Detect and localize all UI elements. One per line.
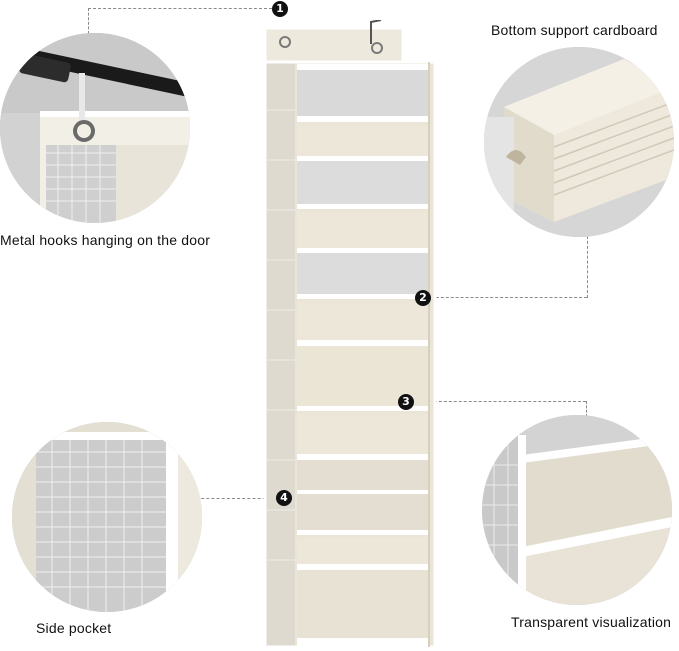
side-pocket-detail-image [12,422,202,612]
leader-1-vertical [88,8,89,34]
leader-1-horizontal [88,8,272,9]
zoom-bottom-cardboard [484,47,674,237]
label-side-pocket: Side pocket [36,620,112,636]
zoom-transparent-window [482,415,672,605]
label-transparent-visualization: Transparent visualization [511,614,672,630]
transparent-window-detail-image [482,415,672,605]
callout-number-1: 1 [272,1,288,17]
leader-3-horizontal [414,401,586,402]
leader-4-horizontal [196,498,276,499]
zoom-metal-hooks [0,33,190,223]
leader-2-vertical [587,236,588,298]
zoom-side-pocket [12,422,202,612]
door-organizer-product [255,20,450,650]
label-bottom-cardboard: Bottom support cardboard [491,22,658,38]
cardboard-detail-image [484,47,674,237]
callout-number-3: 3 [398,394,414,410]
label-metal-hooks: Metal hooks hanging on the door [0,232,211,248]
door-bar-icon [0,42,190,100]
callout-number-2: 2 [415,290,431,306]
organizer-illustration [263,20,437,649]
leader-2-horizontal [431,297,587,298]
callout-number-4: 4 [276,490,292,506]
leader-3-vertical [586,401,587,417]
metal-hook-detail-image [0,33,190,223]
metal-hook-icon [73,73,95,142]
metal-hook-icon [279,20,383,54]
